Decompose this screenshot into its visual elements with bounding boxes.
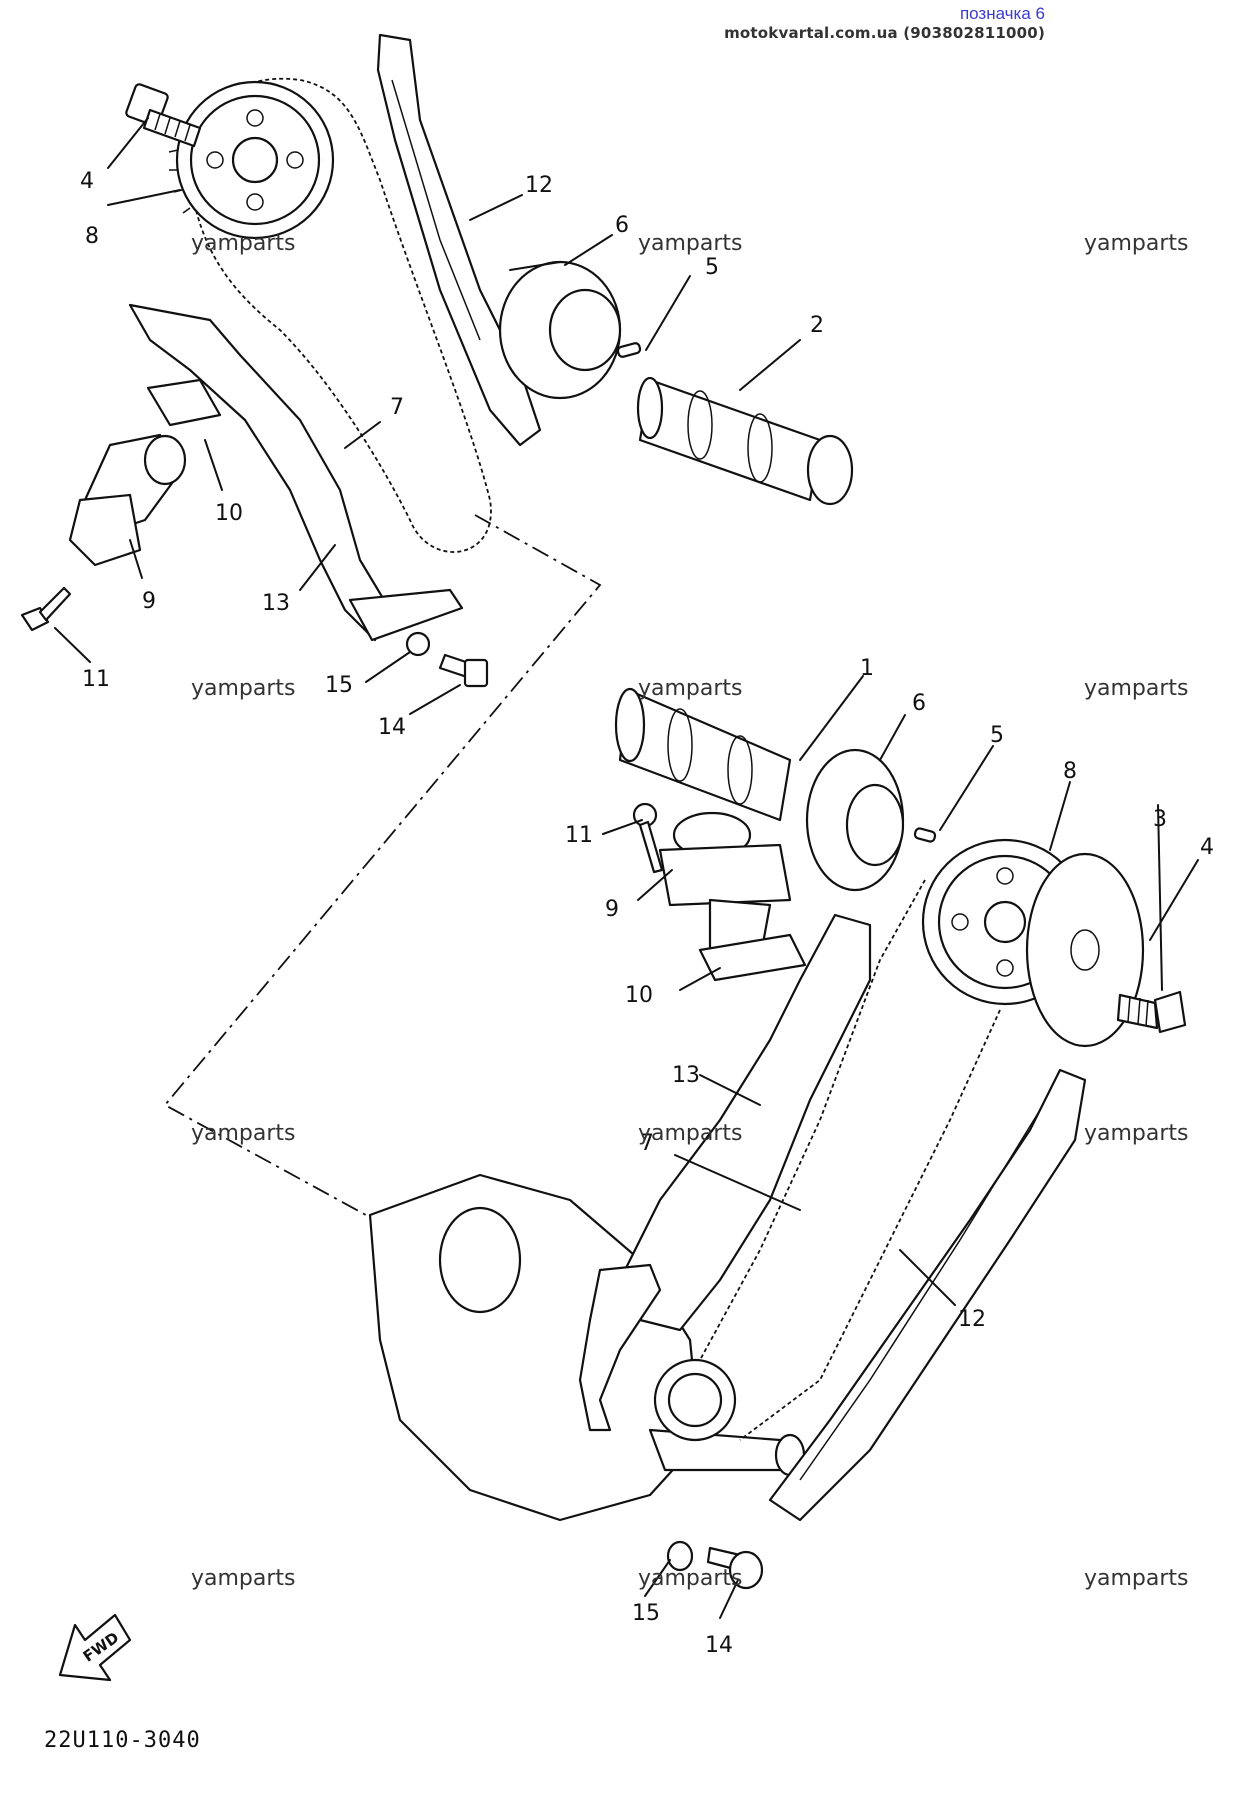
watermark: yamparts [1084, 1566, 1189, 1591]
watermark: yamparts [638, 231, 743, 256]
callout-10-upper: 10 [215, 501, 243, 526]
lower-timing-chain [699, 879, 1001, 1441]
callout-14-upper: 14 [378, 715, 406, 740]
lower-chain-guide-exhaust [768, 1068, 1087, 1522]
upper-cam-holder [498, 260, 622, 400]
callout-9-lower: 9 [605, 897, 619, 922]
camshaft-2 [636, 376, 854, 506]
callout-7-upper: 7 [390, 395, 404, 420]
callout-6-upper: 6 [615, 213, 629, 238]
forward-arrow-icon: FWD [58, 1613, 132, 1682]
watermark: yamparts [191, 1121, 296, 1146]
upper-tensioner-bolt [20, 586, 72, 632]
lower-tensioner-bolt [632, 802, 664, 874]
assembly-link-line [163, 514, 602, 1221]
camshaft-1 [614, 687, 792, 822]
lower-cam-holder [805, 748, 905, 892]
callout-8-lower: 8 [1063, 759, 1077, 784]
watermark: yamparts [1084, 231, 1189, 256]
callout-14-lower: 14 [705, 1633, 733, 1658]
page-tag: позначка 6 [959, 4, 1045, 23]
watermark: yamparts [191, 676, 296, 701]
callout-13-upper: 13 [262, 591, 290, 616]
callout-3: 3 [1153, 807, 1167, 832]
callout-10-lower: 10 [625, 983, 653, 1008]
lower-guide-bracket [578, 1263, 662, 1432]
callout-8-upper: 8 [85, 224, 99, 249]
callout-9-upper: 9 [142, 589, 156, 614]
crank-sprocket [653, 1358, 737, 1442]
watermark: yamparts [638, 1121, 743, 1146]
watermark: yamparts [638, 1566, 743, 1591]
callout-7-lower: 7 [640, 1131, 654, 1156]
leader-lines [54, 117, 1199, 1619]
lower-dowel-pin [913, 827, 937, 843]
diagram-code: 22U110-3040 [44, 1728, 201, 1753]
callout-11-lower: 11 [565, 823, 593, 848]
callout-5-lower: 5 [990, 723, 1004, 748]
callout-11-upper: 11 [82, 667, 110, 692]
callout-15-upper: 15 [325, 673, 353, 698]
lower-guide-bolt [706, 1546, 764, 1590]
watermark: yamparts [638, 676, 743, 701]
site-credit: motokvartal.com.ua (903802811000) [724, 24, 1045, 42]
upper-cam-sprocket [168, 80, 335, 240]
callout-4-upper: 4 [80, 169, 94, 194]
callout-13-lower: 13 [672, 1063, 700, 1088]
lower-guide-washer [666, 1540, 694, 1572]
watermark: yamparts [191, 231, 296, 256]
upper-chain-guide-exhaust [376, 33, 542, 447]
watermark: yamparts [191, 1566, 296, 1591]
callout-6-lower: 6 [912, 691, 926, 716]
upper-dowel-pin [616, 342, 642, 358]
callout-15-lower: 15 [632, 1601, 660, 1626]
upper-sprocket-bolt [125, 83, 202, 148]
callout-12-lower: 12 [958, 1307, 986, 1332]
watermark: yamparts [1084, 1121, 1189, 1146]
lower-sprocket-bolt [1116, 990, 1187, 1034]
callout-5-upper: 5 [705, 255, 719, 280]
callout-2: 2 [810, 313, 824, 338]
upper-tensioner-gasket [146, 378, 222, 427]
upper-chain-tensioner [68, 433, 187, 567]
upper-guide-washer [405, 631, 431, 657]
callouts: 4 8 12 6 5 2 7 10 9 13 11 15 14 1 6 5 8 … [80, 169, 1214, 1658]
callout-1: 1 [860, 656, 874, 681]
watermark: yamparts [1084, 676, 1189, 701]
lower-tensioner-guide [618, 913, 872, 1332]
lower-tensioner-gasket [698, 933, 807, 982]
callout-4-lower: 4 [1200, 835, 1214, 860]
lower-assembly [368, 687, 1187, 1590]
upper-guide-bolt [438, 653, 489, 688]
cam-sprocket-plate [1025, 852, 1145, 1048]
callout-12-upper: 12 [525, 173, 553, 198]
upper-guide-bracket [348, 588, 464, 642]
